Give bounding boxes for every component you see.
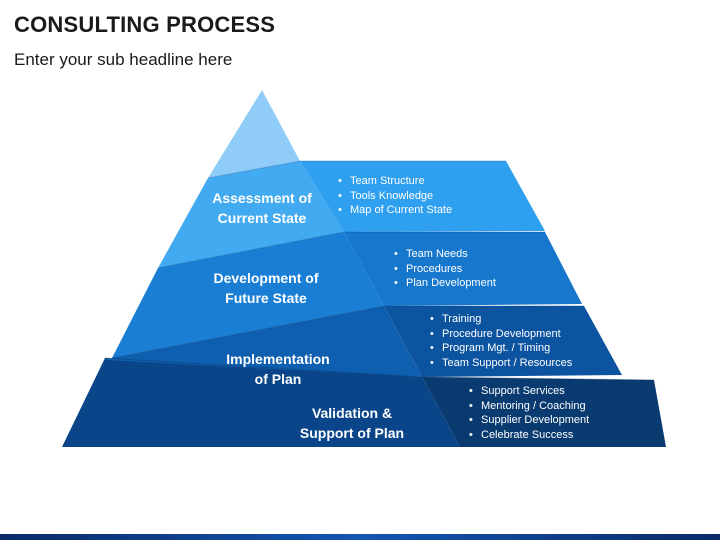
list-item: Team Support / Resources: [428, 356, 572, 371]
tier2-label-line2: Future State: [225, 290, 307, 306]
list-item: Celebrate Success: [467, 428, 589, 443]
tier1-label: Assessment of Current State: [196, 188, 328, 228]
list-item: Map of Current State: [336, 203, 452, 218]
list-item: Supplier Development: [467, 413, 589, 428]
list-item: Team Needs: [392, 247, 496, 262]
tier2-label: Development of Future State: [196, 268, 336, 308]
tier-divider: [157, 231, 545, 269]
tier4-label: Validation & Support of Plan: [290, 403, 414, 443]
list-item: Mentoring / Coaching: [467, 399, 589, 414]
tier4-label-line2: Support of Plan: [299, 425, 405, 441]
list-item: Training: [428, 312, 572, 327]
tier1-bullet-list: Team Structure Tools Knowledge Map of Cu…: [336, 174, 452, 218]
tier1-label-line2: Current State: [217, 210, 307, 226]
tier3-label-line1: Implementation: [226, 351, 330, 367]
tier-divider: [111, 305, 584, 359]
list-item: Procedures: [392, 262, 496, 277]
tier4-bullet-list: Support Services Mentoring / Coaching Su…: [467, 384, 589, 442]
list-item: Tools Knowledge: [336, 189, 452, 204]
tier-divider: [104, 357, 655, 381]
tier2-bullet-list: Team Needs Procedures Plan Development: [392, 247, 496, 291]
list-item: Program Mgt. / Timing: [428, 341, 572, 356]
tier3-label: Implementation of Plan: [210, 349, 346, 389]
list-item: Support Services: [467, 384, 589, 399]
tier4-front-face: [62, 358, 460, 447]
list-item: Procedure Development: [428, 327, 572, 342]
tier4-label-line1: Validation &: [311, 405, 393, 421]
tier3-front-face: [105, 306, 422, 377]
list-item: Plan Development: [392, 276, 496, 291]
tier1-front-face: [158, 161, 344, 268]
tier-divider: [207, 160, 506, 179]
tier1-label-line1: Assessment of: [212, 190, 312, 206]
tier3-bullet-list: Training Procedure Development Program M…: [428, 312, 572, 370]
page-title: CONSULTING PROCESS: [14, 12, 276, 37]
list-item: Team Structure: [336, 174, 452, 189]
tier2-front-face: [112, 232, 384, 358]
tier3-label-line2: of Plan: [254, 371, 302, 387]
page-subtitle: Enter your sub headline here: [14, 50, 233, 69]
footer-accent-bar: [0, 534, 720, 540]
tier2-label-line1: Development of: [213, 270, 319, 286]
pyramid-apex: [208, 90, 300, 178]
